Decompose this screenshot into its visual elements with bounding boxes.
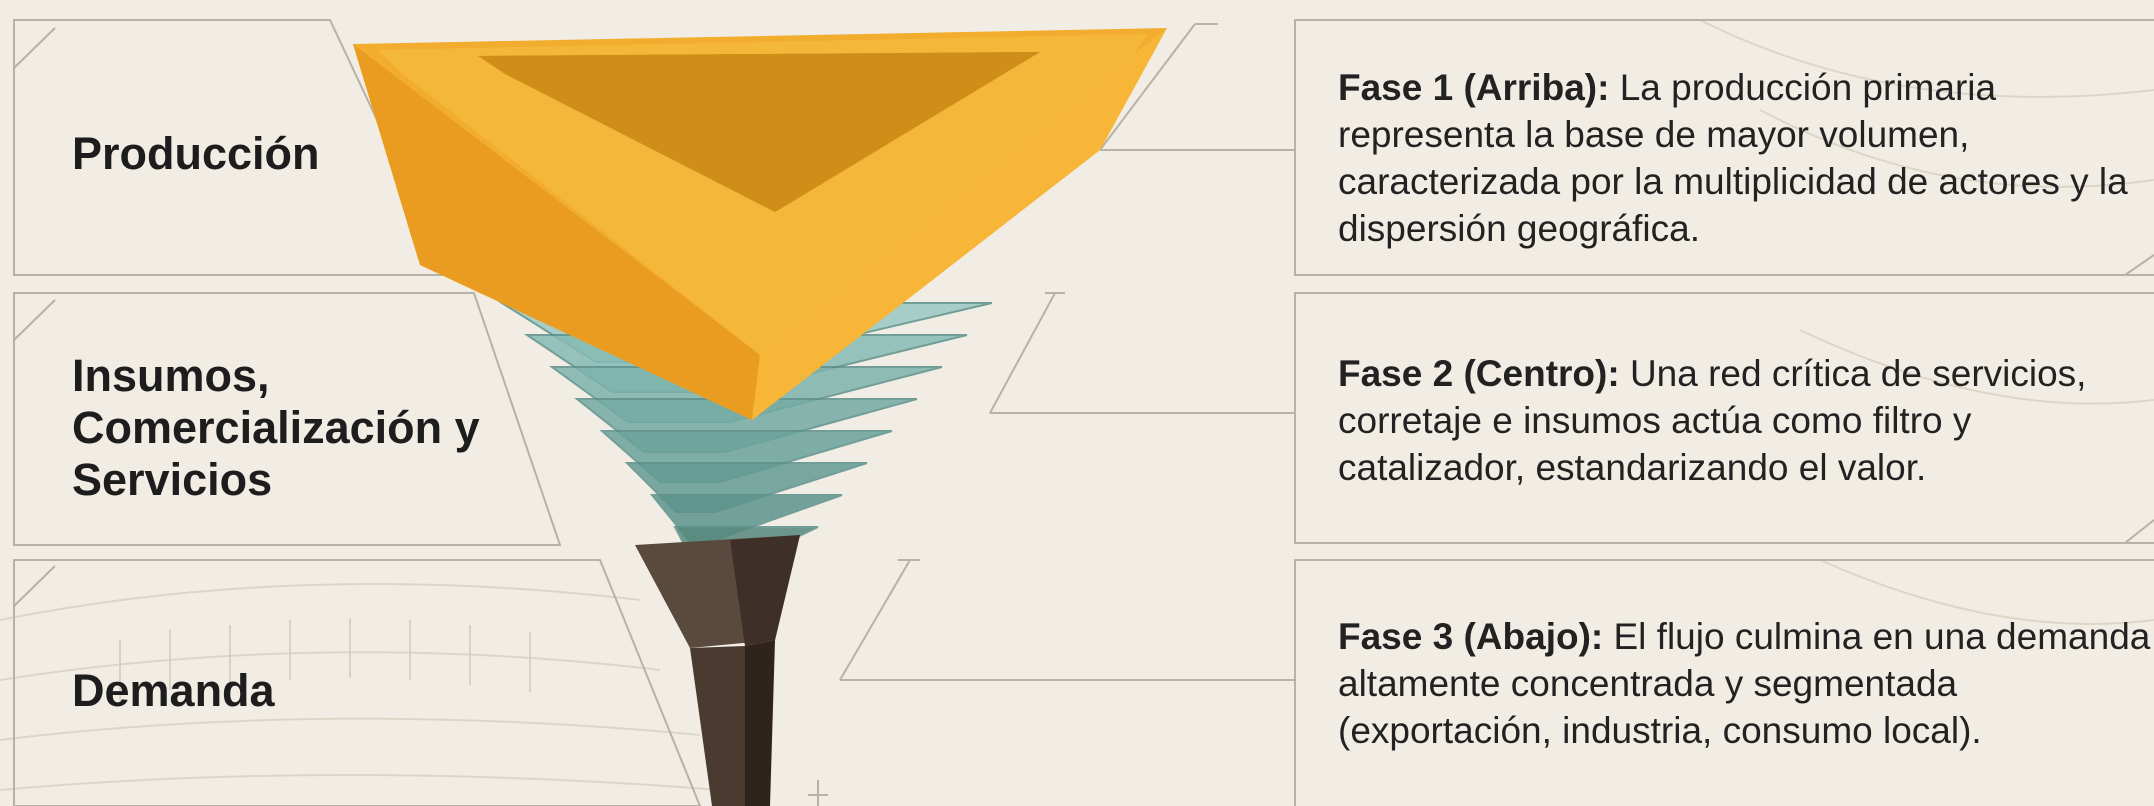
phase3-text: El flujo culmina en una demanda altament… xyxy=(1338,616,2151,751)
phase2-text: Una red crítica de servicios, corretaje … xyxy=(1338,353,2087,488)
description-phase1: Fase 1 (Arriba): La producción primaria … xyxy=(1338,64,2154,252)
panel-right-phase2 xyxy=(1294,292,2154,544)
panel-left-services xyxy=(13,292,562,546)
label-production: Producción xyxy=(72,128,320,179)
description-phase3: Fase 3 (Abajo): El flujo culmina en una … xyxy=(1338,613,2154,754)
phase1-text: La producción primaria representa la bas… xyxy=(1338,67,2128,249)
panel-right-phase3 xyxy=(1294,559,2154,806)
description-phase2: Fase 2 (Centro): Una red crítica de serv… xyxy=(1338,350,2154,491)
production-funnel xyxy=(353,28,1167,420)
label-demand: Demanda xyxy=(72,665,275,716)
phase3-title: Fase 3 (Abajo): xyxy=(1338,616,1604,657)
panel-left-demand xyxy=(13,559,702,806)
demand-spout xyxy=(635,535,800,806)
phase1-title: Fase 1 (Arriba): xyxy=(1338,67,1610,108)
phase2-title: Fase 2 (Centro): xyxy=(1338,353,1620,394)
panel-right-phase1 xyxy=(1294,19,2154,276)
label-services: Insumos, Comercialización y Servicios xyxy=(72,350,480,505)
